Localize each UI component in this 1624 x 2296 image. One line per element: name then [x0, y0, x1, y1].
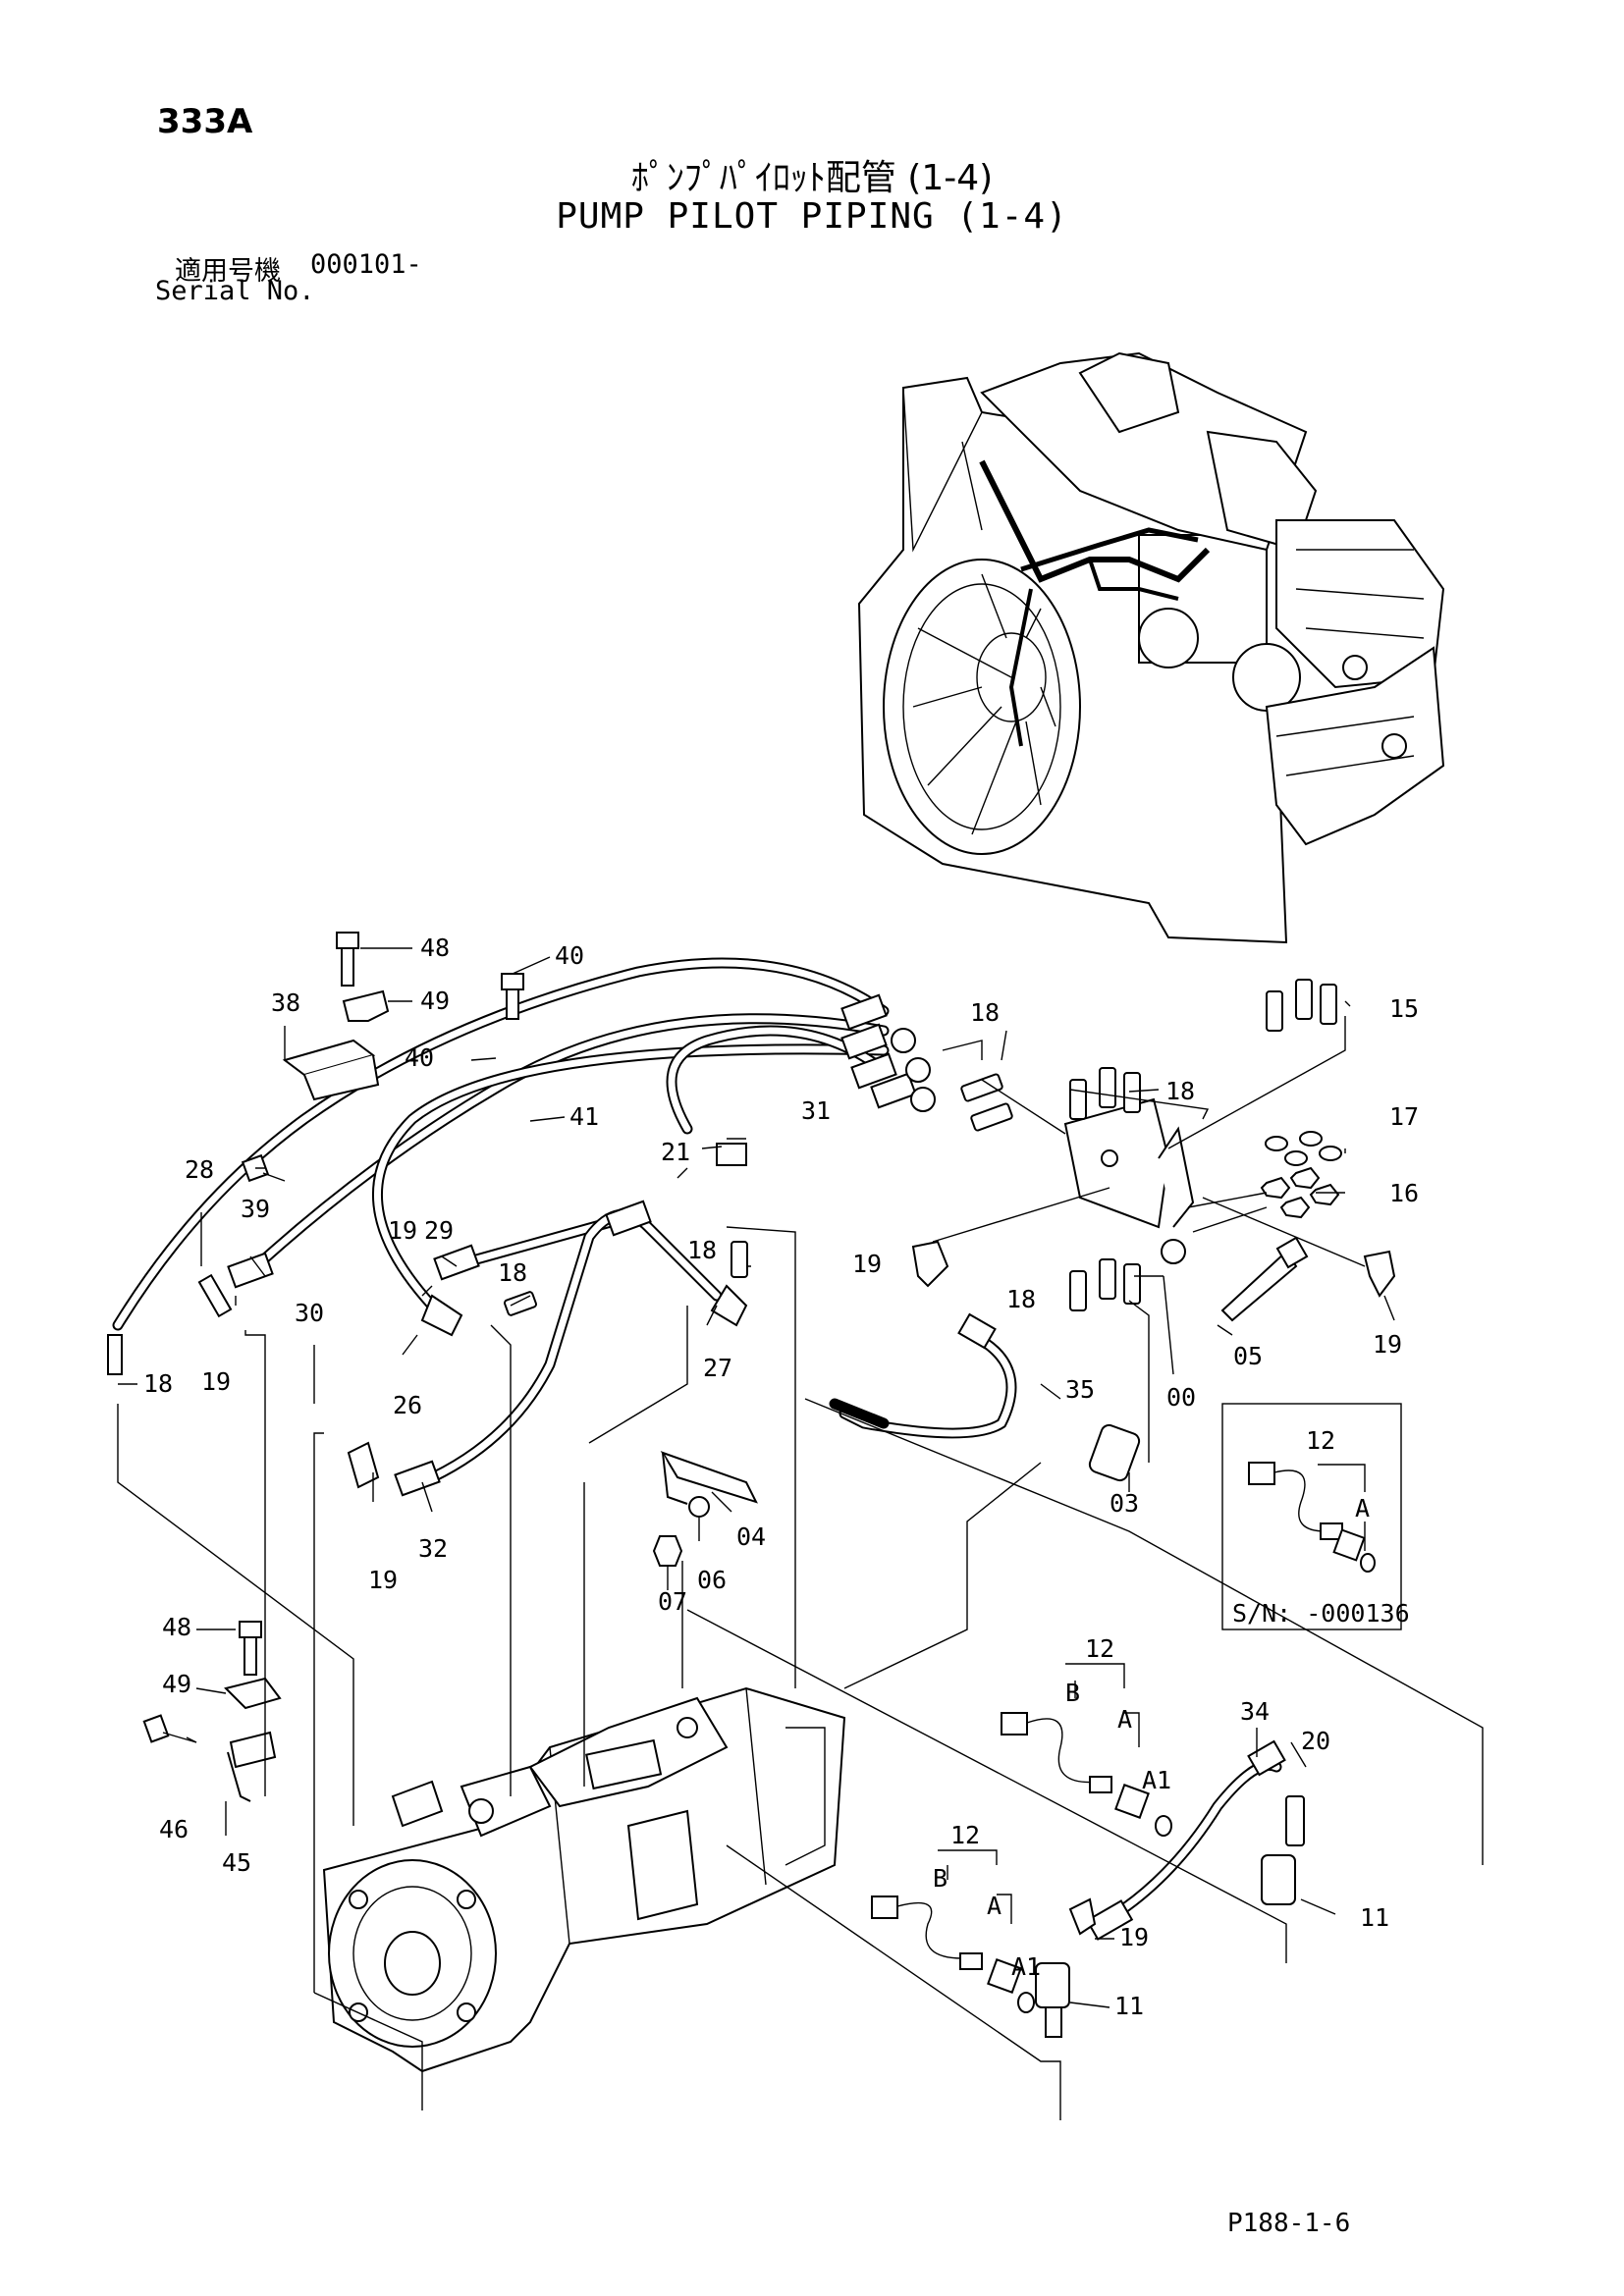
callout-48: 48 [162, 1613, 191, 1641]
callout-b: B [933, 1864, 947, 1893]
callout-18: 18 [143, 1369, 173, 1398]
serial-label-english: Serial No. [155, 276, 315, 306]
callout-18: 18 [970, 998, 1000, 1027]
callout-19: 19 [1119, 1923, 1149, 1951]
callout-49: 49 [420, 987, 450, 1015]
callout-15: 15 [1389, 994, 1419, 1023]
callout-11: 11 [1360, 1903, 1389, 1932]
callout-30: 30 [295, 1299, 324, 1327]
callout-18: 18 [498, 1258, 527, 1287]
small-parts [142, 932, 1396, 2038]
main-pump-assembly [322, 1686, 846, 2073]
callout-49: 49 [162, 1670, 191, 1698]
serial-label-japanese: 適用号機 [175, 256, 281, 287]
callout-05: 05 [1233, 1342, 1263, 1370]
callout-29: 29 [424, 1216, 454, 1245]
callout-a: A [1117, 1705, 1132, 1734]
callout-32: 32 [418, 1534, 448, 1563]
callout-40: 40 [555, 941, 584, 970]
callout-18: 18 [1165, 1077, 1195, 1105]
callout-06: 06 [697, 1566, 727, 1594]
callout-34: 34 [1240, 1697, 1270, 1726]
callout-b: B [1065, 1679, 1080, 1707]
callout-18: 18 [1006, 1285, 1036, 1313]
callout-a: A [987, 1892, 1001, 1920]
callout-45: 45 [222, 1848, 251, 1877]
serial-number-range: 000101- [310, 249, 422, 280]
page-code: 333A [157, 102, 253, 141]
callout-31: 31 [801, 1096, 831, 1125]
callout-38: 38 [271, 988, 300, 1017]
document-reference: P188-1-6 [1227, 2209, 1351, 2238]
callout-40: 40 [405, 1043, 434, 1072]
callout-26: 26 [393, 1391, 422, 1419]
callout-48: 48 [420, 934, 450, 962]
callout-17: 17 [1389, 1102, 1419, 1131]
callout-11: 11 [1114, 1992, 1144, 2020]
callout-12: 12 [950, 1821, 980, 1849]
page-title-english: PUMP PILOT PIPING (1-4) [556, 196, 1068, 237]
page-title-japanese: ﾎﾟﾝﾌﾟﾊﾟｲﾛｯﾄ配管 (1-4) [630, 158, 994, 198]
callout-28: 28 [185, 1155, 214, 1184]
callout-46: 46 [159, 1815, 189, 1843]
callout-00: 00 [1166, 1383, 1196, 1412]
pressure-sensors [871, 1712, 1172, 2013]
callout-12: 12 [1085, 1634, 1114, 1663]
callout-19: 19 [201, 1367, 231, 1396]
callout-41: 41 [569, 1102, 599, 1131]
inset-serial-variant-box [1221, 1403, 1402, 1630]
callout-20: 20 [1301, 1727, 1330, 1755]
callout-19: 19 [368, 1566, 398, 1594]
callout-a1: A1 [1142, 1766, 1171, 1794]
callout-04: 04 [736, 1522, 766, 1551]
callout-leader-lines [117, 947, 1484, 2120]
callout-39: 39 [241, 1195, 270, 1223]
callout-19: 19 [388, 1216, 417, 1245]
callout-35: 35 [1065, 1375, 1095, 1404]
callout-18: 18 [687, 1236, 717, 1264]
hose-fittings [107, 993, 1286, 1941]
callout-labels: 48 49 38 40 40 41 39 28 30 19 18 19 29 2… [143, 934, 1419, 2020]
engine-pump-overview-illustration [857, 351, 1445, 944]
callout-19: 19 [1373, 1330, 1402, 1359]
callout-21: 21 [661, 1138, 690, 1166]
callout-27: 27 [703, 1354, 732, 1382]
callout-a1: A1 [1011, 1952, 1041, 1981]
callout-03: 03 [1110, 1489, 1139, 1518]
inset-callout-a: A [1355, 1494, 1370, 1522]
inset-serial-label: S/N: -000136 [1232, 1599, 1410, 1628]
pilot-hoses [112, 957, 1282, 1930]
callout-07: 07 [658, 1587, 687, 1616]
inset-callout-12: 12 [1306, 1426, 1335, 1455]
callout-19: 19 [852, 1250, 882, 1278]
callout-16: 16 [1389, 1179, 1419, 1207]
